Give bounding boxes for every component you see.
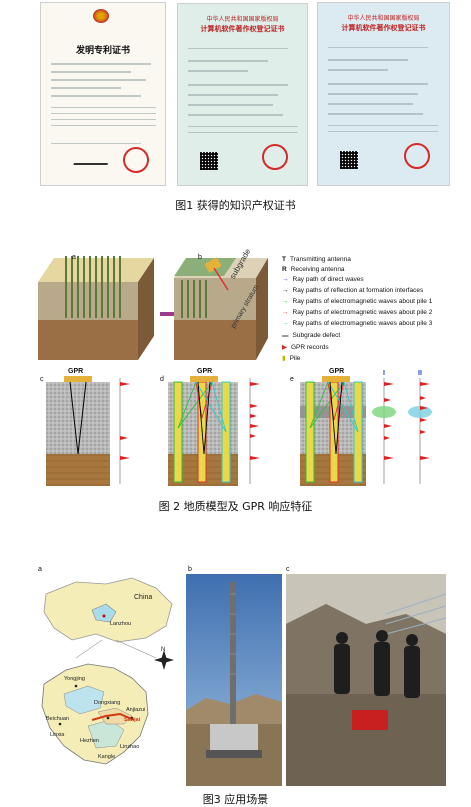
fig2-caption: 图 2 地质模型及 GPR 响应特征 — [158, 500, 313, 513]
geology-blocks — [38, 256, 268, 360]
fig1-caption: 图1 获得的知识产权证书 — [175, 199, 296, 212]
panel-e-label: e — [290, 376, 294, 383]
fig3-panel-b-label: b — [188, 566, 192, 573]
legend-item: ▮Pile — [282, 355, 301, 362]
patent-title: 发明专利证书 — [75, 46, 130, 56]
photo-drill-rig — [186, 574, 282, 786]
software-certificate-2: 中华人民共和国国家版权局 计算机软件著作权登记证书 — [317, 2, 450, 186]
map-place-label: Linzhao — [120, 744, 140, 750]
software-title-1: 计算机软件著作权登记证书 — [200, 25, 285, 33]
legend-item: →Ray path of direct waves — [282, 276, 364, 283]
legend-item: →Ray paths of electromagnetic waves abou… — [282, 298, 433, 305]
fig3-panel-c-label: c — [286, 566, 290, 573]
map-place-label: Beichuan — [46, 716, 69, 722]
legend-item: →Ray paths of reflection at formation in… — [282, 287, 424, 294]
software-seal-icon-2 — [404, 143, 430, 169]
panel-b-label: b — [198, 254, 202, 261]
location-map — [41, 577, 174, 765]
gpr-label-c: GPR — [68, 368, 84, 375]
panel-d-label: d — [160, 376, 164, 383]
software-certificate-1: 中华人民共和国国家版权局 计算机软件著作权登记证书 — [177, 3, 308, 186]
legend-item: →Ray paths of electromagnetic waves abou… — [282, 320, 433, 327]
panel-a-label: a — [72, 254, 76, 261]
gpr-label-e: GPR — [329, 368, 345, 375]
block-a — [38, 256, 154, 360]
legend-item: ▶GPR records — [282, 344, 329, 351]
record-I-label: I — [383, 370, 385, 377]
software-title-2: 计算机软件著作权登记证书 — [341, 24, 426, 32]
map-north-label: N — [161, 647, 166, 653]
patent-certificate: 发明专利证书 — [40, 2, 166, 186]
qr-code-icon — [340, 151, 358, 169]
qr-code-icon — [200, 152, 218, 170]
map-place-label: Kangle — [98, 754, 116, 760]
panel-c-label: c — [40, 376, 44, 383]
map-place-label: Dongxiang — [94, 700, 121, 706]
signature-mark — [73, 153, 111, 165]
map-place-label: Anjiazui — [126, 707, 146, 713]
record-II-label: II — [418, 370, 422, 377]
block-b — [174, 257, 268, 360]
panel-c — [46, 376, 130, 486]
north-arrow-icon — [154, 650, 174, 670]
map-place-label: Hezhen — [80, 738, 99, 744]
software-org-1: 中华人民共和国国家版权局 — [206, 16, 279, 23]
legend-item: →Ray paths of electromagnetic waves abou… — [282, 309, 433, 316]
legend-item: ▬Subgrade defect — [282, 332, 341, 339]
fig3-panel-a-label: a — [38, 566, 42, 573]
map-lanzhou-label: Lanzhou — [110, 621, 132, 627]
patent-seal-icon — [123, 147, 149, 173]
software-org-2: 中华人民共和国国家版权局 — [347, 15, 420, 22]
panel-d — [168, 376, 260, 486]
software-seal-icon-1 — [262, 144, 288, 170]
photo-field-team — [286, 574, 446, 786]
map-china-label: China — [134, 594, 153, 601]
map-place-label: Sanjai — [124, 717, 141, 723]
map-place-label: Yongjing — [64, 676, 85, 682]
gpr-label-d: GPR — [197, 368, 213, 375]
patent-emblem-icon — [93, 9, 109, 23]
gpr-response-panels — [46, 376, 432, 486]
fig3-caption: 图3 应用场景 — [202, 793, 269, 806]
map-place-label: Linxia — [50, 732, 65, 738]
panel-e — [300, 376, 432, 486]
